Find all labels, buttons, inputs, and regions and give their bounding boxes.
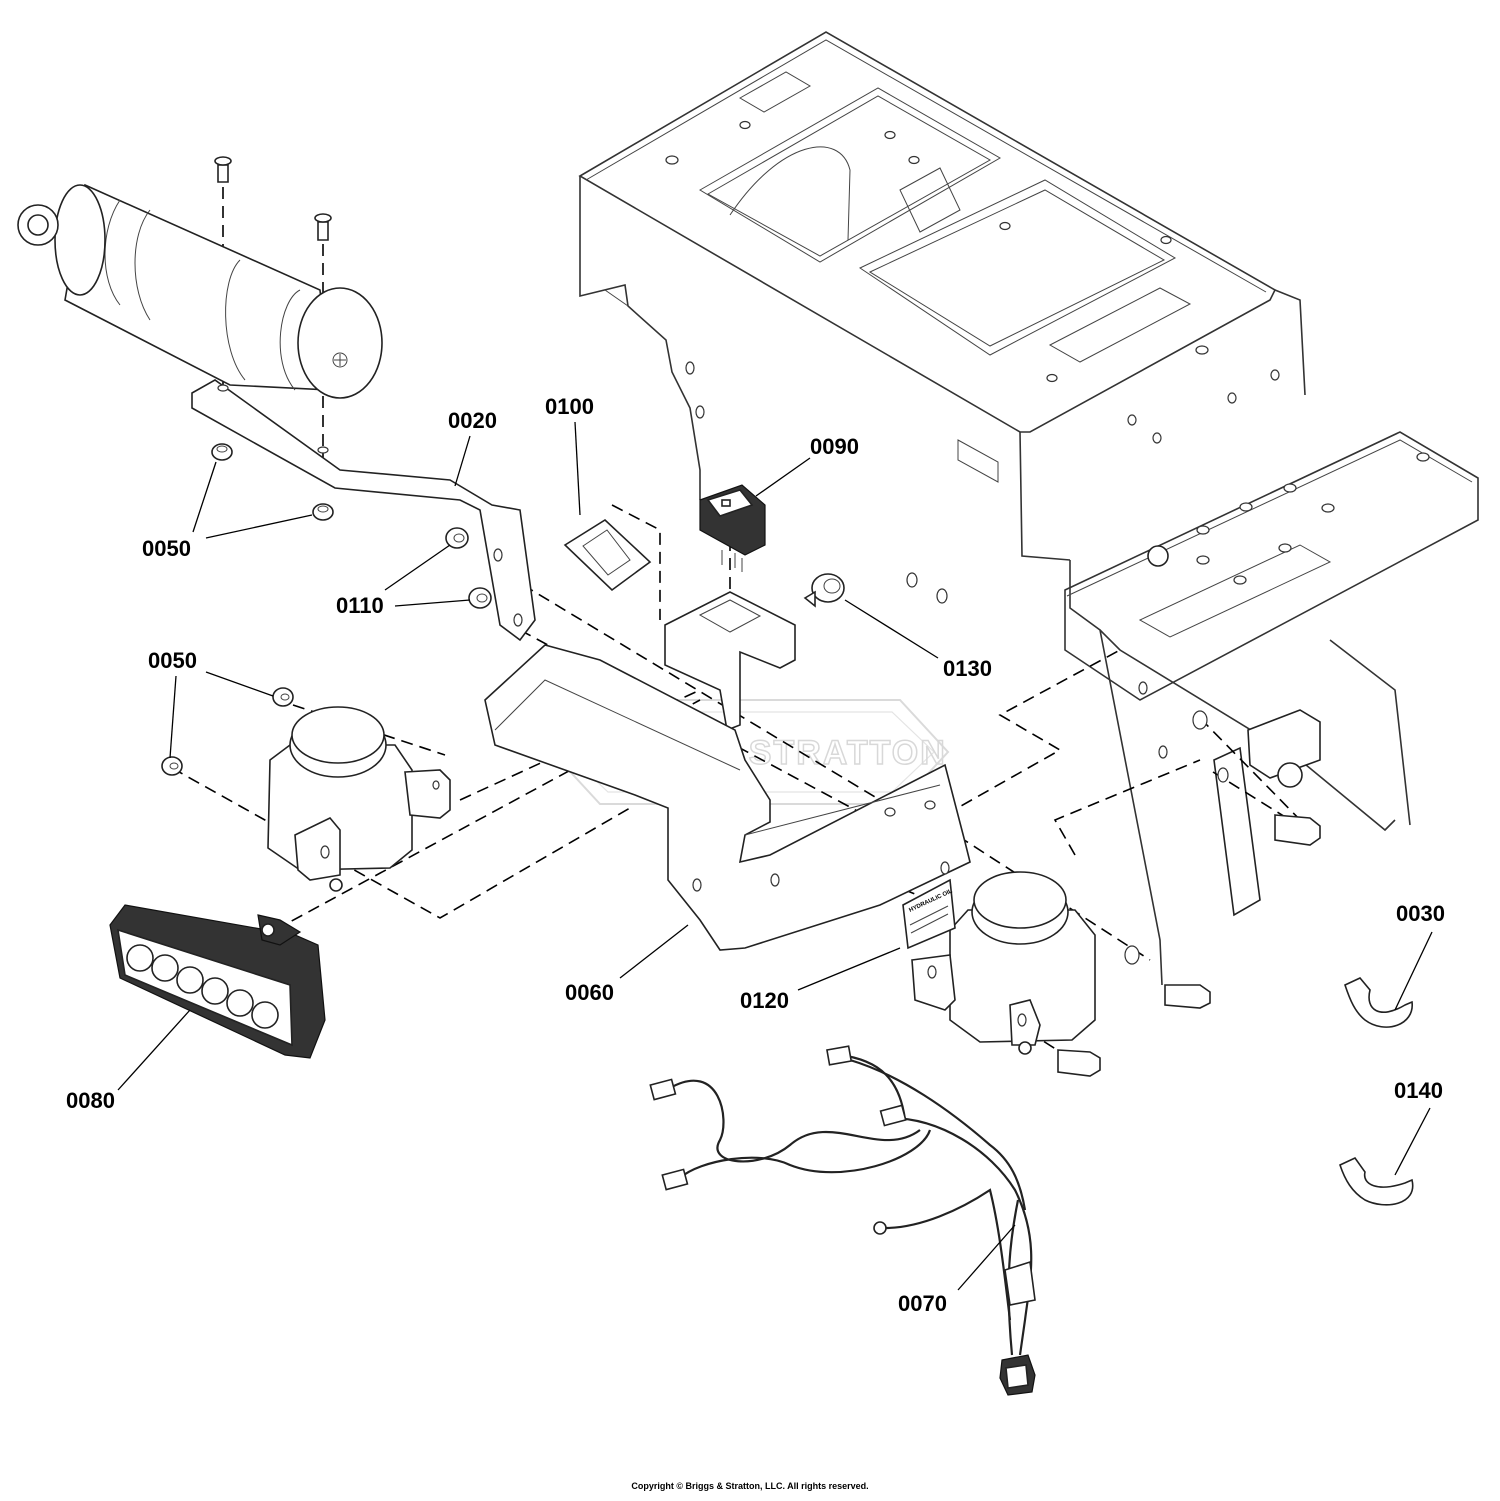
lamp-housing-left (267, 706, 451, 892)
callout-0100: 0100 (545, 394, 594, 419)
lamp-housing-right (911, 871, 1096, 1055)
screws-top (214, 156, 332, 241)
callout-0070: 0070 (898, 1291, 947, 1316)
callout-0110: 0110 (336, 593, 384, 618)
compressor-unit (17, 183, 383, 399)
callout-0120: 0120 (740, 988, 789, 1013)
callout-0130: 0130 (943, 656, 992, 681)
wire-harness (649, 1045, 1036, 1396)
switch-bezel (563, 518, 652, 592)
leader-lines (117, 421, 1433, 1291)
light-shield (484, 644, 971, 951)
bolts (1057, 710, 1321, 1077)
tractor-frame (578, 31, 1479, 986)
grommet (803, 573, 845, 608)
step-holes (1138, 452, 1430, 759)
callout-labels: 0020 0100 0090 0050 0110 0130 0050 0060 … (66, 394, 1445, 1316)
callout-0050-bottom: 0050 (148, 648, 197, 673)
callout-0020: 0020 (448, 408, 497, 433)
copyright-notice: Copyright © Briggs & Stratton, LLC. All … (631, 1481, 869, 1491)
led-light-bar (109, 904, 326, 1059)
callout-0050-top: 0050 (142, 536, 191, 561)
rocker-switch (699, 484, 766, 572)
switch-box (664, 591, 796, 732)
frame-holes (665, 120, 1280, 604)
cable-tie-0030 (1344, 977, 1413, 1028)
mounting-bracket (191, 379, 536, 642)
callout-0060: 0060 (565, 980, 614, 1005)
callout-0090: 0090 (810, 434, 859, 459)
led-lenses (126, 944, 279, 1029)
callout-0030: 0030 (1396, 901, 1445, 926)
cable-tie-0140 (1339, 1156, 1414, 1206)
nuts (161, 443, 492, 776)
callout-0140: 0140 (1394, 1078, 1443, 1103)
callout-0080: 0080 (66, 1088, 115, 1113)
